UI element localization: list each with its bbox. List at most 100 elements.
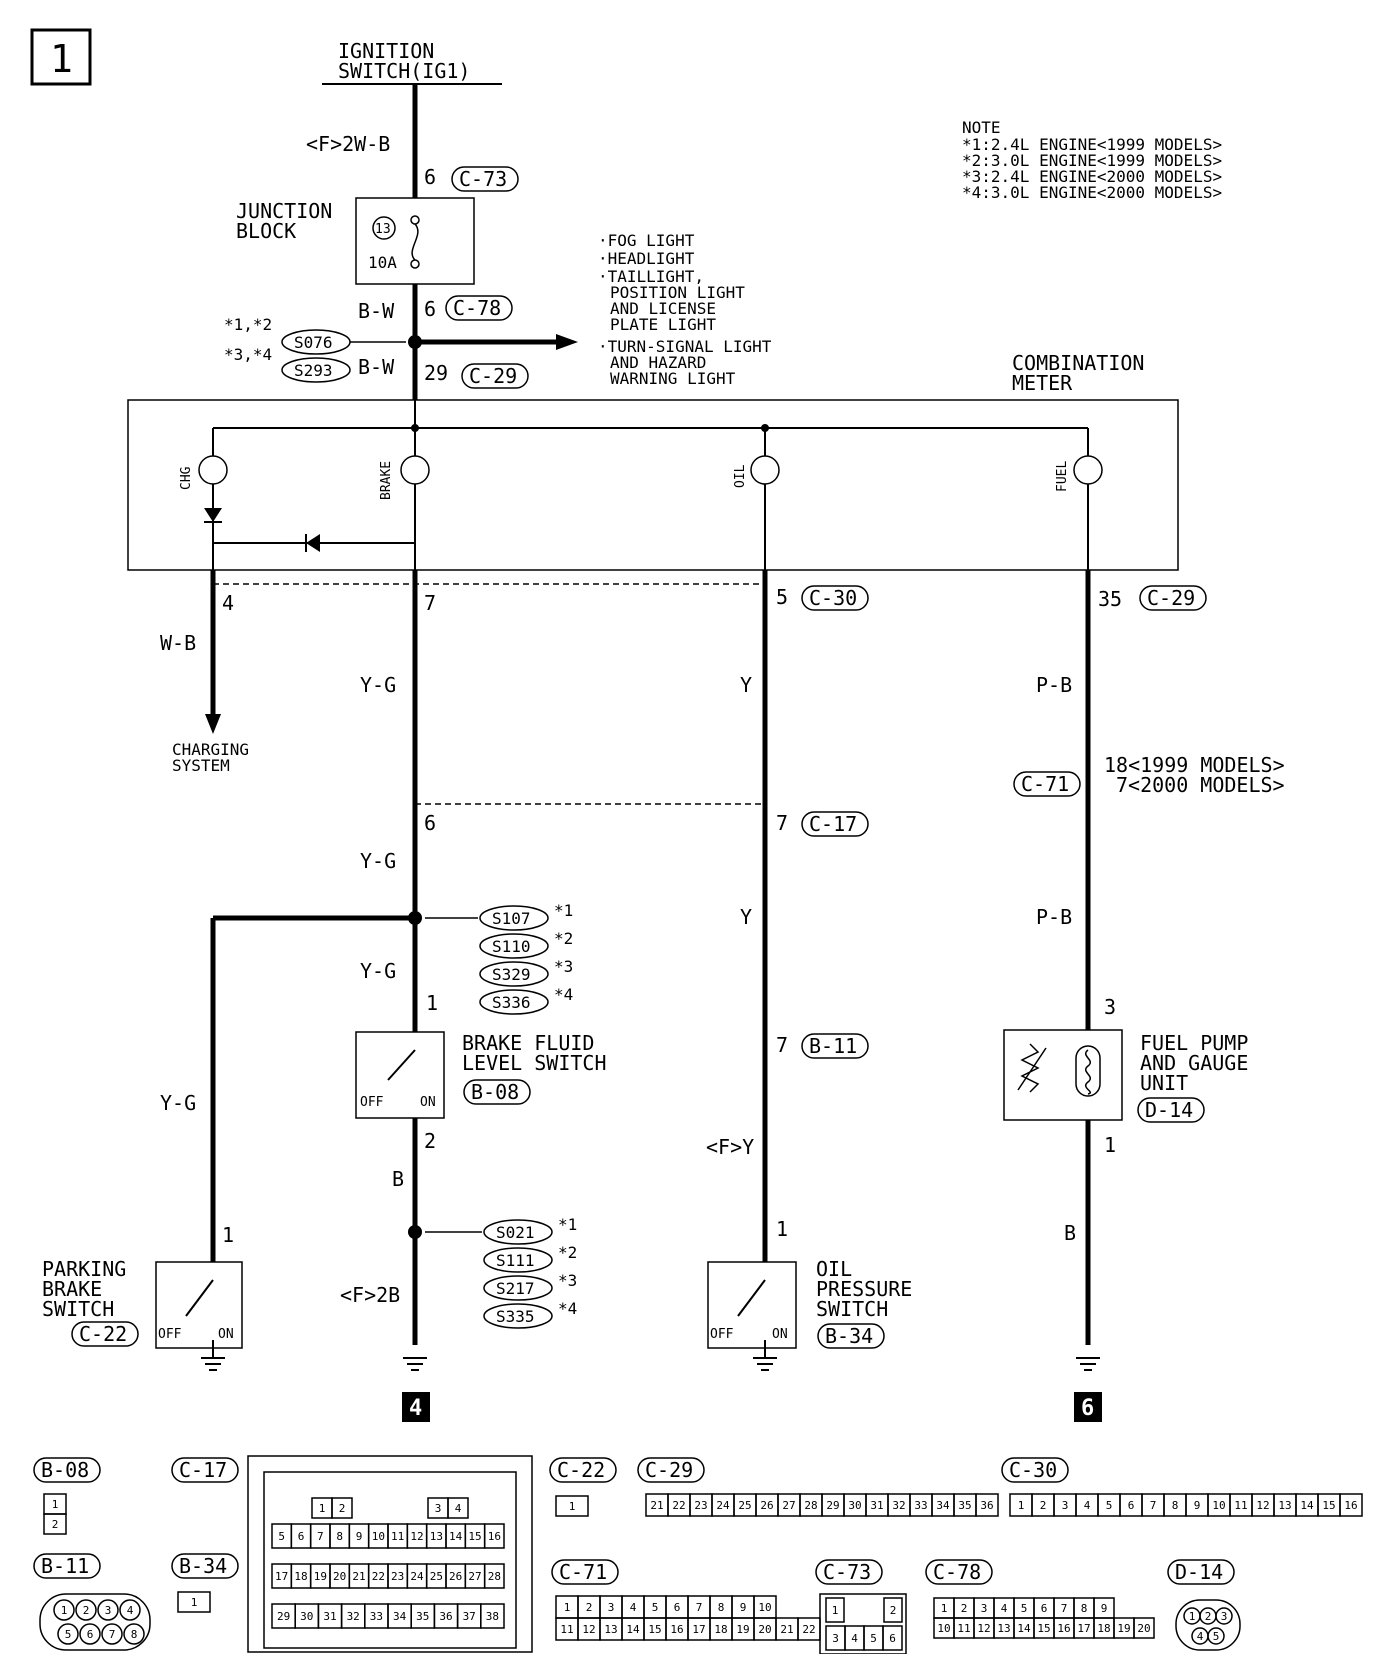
charging-system-label-2: SYSTEM — [172, 756, 230, 775]
pin-c71-6-label: 6 — [674, 1601, 681, 1614]
wire-color-b-1: B — [392, 1167, 404, 1191]
splice-note-b: *3,*4 — [224, 345, 272, 364]
combination-meter-label-2: METER — [1012, 371, 1073, 395]
pin-c78-18-label: 18 — [1097, 1622, 1110, 1635]
pin-c17-37-label: 37 — [463, 1610, 476, 1623]
wire-color-pb-2: P-B — [1036, 905, 1072, 929]
fuel-pump-label-2: AND GAUGE — [1140, 1051, 1248, 1075]
pin-c17-14-label: 14 — [449, 1530, 463, 1543]
wire-color-wb: W-B — [160, 631, 196, 655]
pin-c17-8-label: 8 — [336, 1530, 343, 1543]
pin-c78-20-label: 20 — [1137, 1622, 1150, 1635]
pin-c17-22-label: 22 — [372, 1570, 385, 1583]
legend-b08-tag — [33, 1457, 101, 1483]
face-c17-outline — [247, 1455, 533, 1653]
pin-c29-36-cell — [975, 1493, 999, 1517]
pin-b34-1-label: 1 — [191, 1596, 198, 1609]
c71-pin-note: 18<1999 MODELS> — [1104, 753, 1285, 777]
pin-c71-14-label: 14 — [626, 1623, 640, 1636]
parking-brake-label-3: SWITCH — [42, 1297, 114, 1321]
pin-b08-2-label: 2 — [52, 1518, 59, 1531]
connector-c71-label: C-71 — [1021, 772, 1069, 796]
wire-color-y-1: Y — [740, 673, 752, 697]
lamp-oil-label: OIL — [733, 464, 748, 488]
pin-c71-15-label: 15 — [648, 1623, 661, 1636]
wire-color-fy: <F>Y — [706, 1135, 754, 1159]
note-title: NOTE — [962, 118, 1001, 137]
splice-s329-tag — [479, 961, 549, 987]
fuel-pump-resistor-arrow — [1017, 1047, 1047, 1091]
legend-c71-tag — [551, 1559, 619, 1585]
pin-35: 35 — [1098, 587, 1122, 611]
pin-c73-6-cell — [882, 1625, 903, 1651]
pin-c17-11-label: 11 — [391, 1530, 404, 1543]
page-number-box — [30, 28, 92, 86]
pin-c17-18-label: 18 — [294, 1570, 307, 1583]
wire-color-bw-1: B-W — [358, 299, 395, 323]
connector-d14-tag — [1137, 1097, 1205, 1123]
brake-fluid-label: BRAKE FLUID — [462, 1031, 594, 1055]
face-d14-outline — [1175, 1599, 1241, 1651]
pin-c71-13-label: 13 — [604, 1623, 617, 1636]
pin-c78-16-label: 16 — [1057, 1622, 1070, 1635]
pin-b11-6-cell — [79, 1623, 101, 1645]
lamp-chg-label: CHG — [179, 466, 194, 490]
pin-c29-23-label: 23 — [694, 1499, 707, 1512]
pin-b11-7-label: 7 — [109, 1628, 116, 1641]
pin-c29-35-label: 35 — [958, 1499, 971, 1512]
ground-symbol-parking — [201, 1357, 225, 1371]
connector-legend: B-08 B-11 C-17 B-34 C-22 C-29 C-30 C-71 … — [33, 1457, 1235, 1585]
splice-s335-tag — [483, 1303, 553, 1329]
connector-b11-tag — [801, 1033, 869, 1059]
pin-c71-11-label: 11 — [560, 1623, 573, 1636]
branch-arrow — [556, 334, 578, 350]
splice-list-low: S021 *1 S111 *2 S217 *3 S335 *4 — [483, 1215, 577, 1329]
pin-c71-5-label: 5 — [652, 1601, 659, 1614]
legend-c22-tag — [549, 1457, 617, 1483]
connector-b34-tag — [817, 1323, 885, 1349]
connector-c17-tag — [801, 811, 869, 837]
pin-6-c78: 6 — [424, 297, 436, 321]
pin-b11-7-cell — [101, 1623, 123, 1645]
pin-c17-28-cell — [483, 1563, 505, 1589]
ignition-switch-label-2: SWITCH(IG1) — [338, 59, 470, 83]
connector-b08-tag — [463, 1079, 531, 1105]
pin-c29-30-label: 30 — [848, 1499, 861, 1512]
connector-c29-label-top: C-29 — [469, 364, 517, 388]
fuse-amp: 10A — [368, 253, 397, 272]
pin-b11-5-label: 5 — [65, 1628, 72, 1641]
pin-c17-35-label: 35 — [416, 1610, 429, 1623]
splice-s107-note: *1 — [554, 901, 573, 920]
pin-c71-16-label: 16 — [670, 1623, 683, 1636]
parking-brake-label-2: BRAKE — [42, 1277, 102, 1301]
splice-note-a: *1,*2 — [224, 315, 272, 334]
fuel-pump-variable-resistor — [1020, 1043, 1040, 1093]
pin-c30-16-cell — [1339, 1493, 1363, 1517]
pin-c29-31-label: 31 — [870, 1499, 883, 1512]
pin-c29-32-label: 32 — [892, 1499, 905, 1512]
pin-c29-26-label: 26 — [760, 1499, 773, 1512]
parking-brake-switch-off: OFF — [158, 1327, 182, 1342]
pin-c30-5-label: 5 — [1106, 1499, 1113, 1512]
connector-c73-tag — [451, 166, 519, 192]
diode-link — [306, 534, 320, 552]
pin-c71-22-label: 22 — [802, 1623, 815, 1636]
pin-1-fuel: 1 — [1104, 1133, 1116, 1157]
face-b11-outline — [39, 1593, 151, 1651]
oil-pressure-label-2: PRESSURE — [816, 1277, 912, 1301]
connector-c71-tag — [1013, 771, 1081, 797]
pin-c30-10-label: 10 — [1212, 1499, 1225, 1512]
pin-c78-8-label: 8 — [1081, 1602, 1088, 1615]
pin-c17-31-label: 31 — [323, 1610, 336, 1623]
pin-1-oil: 1 — [776, 1217, 788, 1241]
pin-d14-4-label: 4 — [1197, 1630, 1204, 1643]
ignition-switch-label: IGNITION — [338, 39, 434, 63]
wire-color-yg-4: Y-G — [160, 1091, 196, 1115]
brake-fluid-switch-box — [355, 1031, 445, 1119]
pin-c29-27-label: 27 — [782, 1499, 795, 1512]
fuse-terminal-bottom — [410, 259, 420, 269]
dest-1: ·FOG LIGHT — [598, 231, 695, 250]
pin-c73-2-cell — [883, 1597, 903, 1623]
pin-d14-1-label: 1 — [1189, 1610, 1196, 1623]
pin-c71-3-label: 3 — [608, 1601, 615, 1614]
